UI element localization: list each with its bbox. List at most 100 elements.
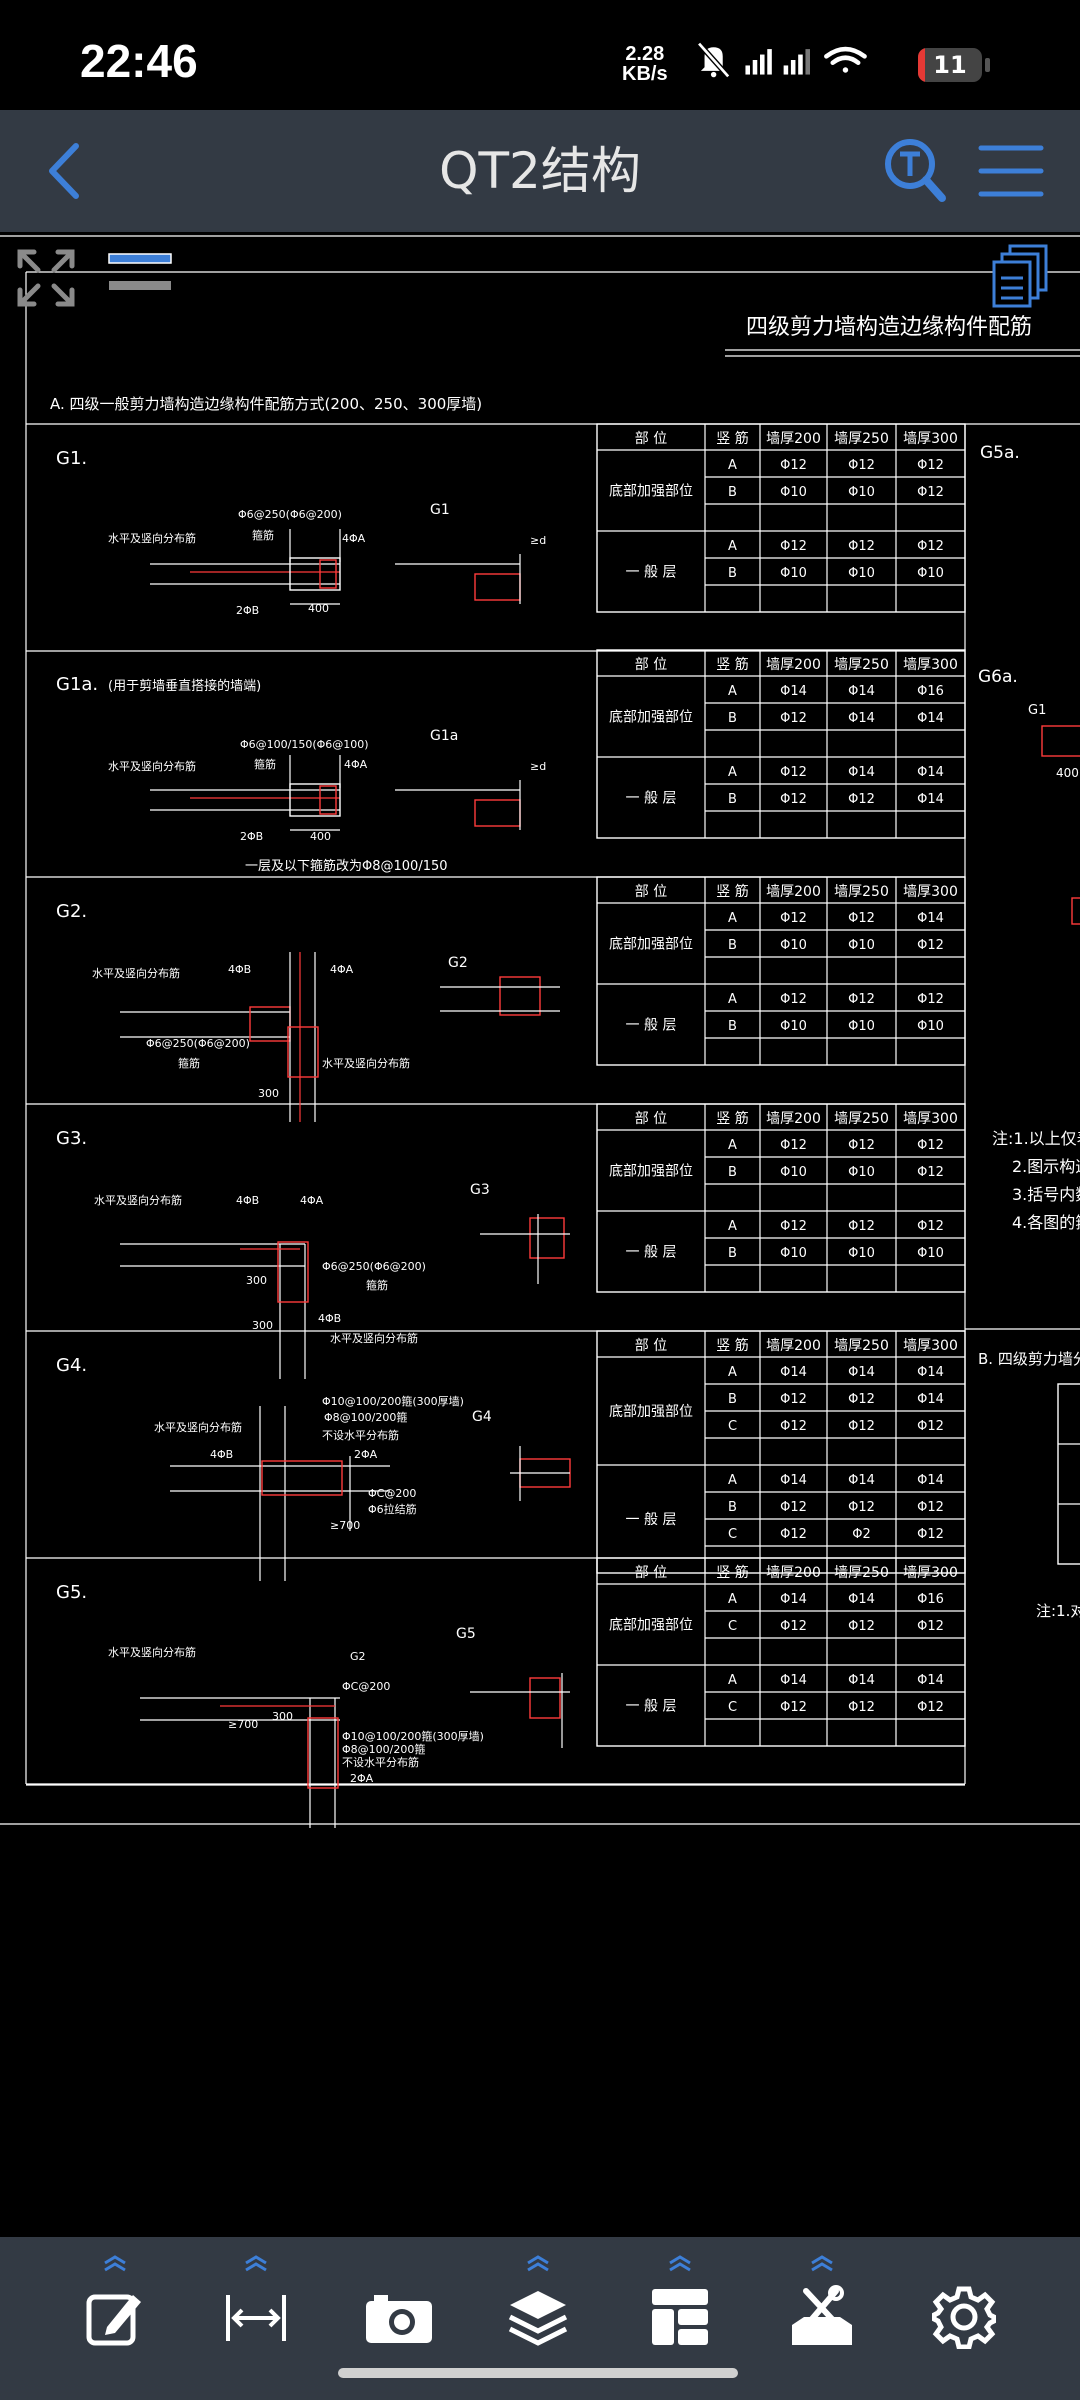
table-header-cell: 部 位	[635, 884, 667, 900]
signal-icon-1	[745, 49, 772, 75]
section-tag: G3	[470, 1182, 490, 1198]
annotation-label: 2ΦA	[354, 1448, 378, 1461]
table-header-cell: 部 位	[635, 1565, 667, 1581]
camera-tool[interactable]	[346, 2247, 446, 2367]
table-header-cell: 墙厚250	[834, 1111, 889, 1127]
table-border	[596, 1557, 966, 1747]
settings-tool[interactable]	[914, 2247, 1014, 2367]
annotation-label: ≥d	[530, 760, 546, 773]
table-cell: B	[728, 1246, 737, 1261]
annotation-label: 水平及竖向分布筋	[108, 531, 196, 545]
annotation-label: 300	[252, 1319, 273, 1332]
table-cell: Φ14	[848, 765, 875, 780]
expand-chevron-icon[interactable]	[804, 2253, 840, 2273]
annotation-label: Φ10@100/200箍(300厚墙)	[342, 1729, 484, 1743]
annotation-label: 300	[258, 1087, 279, 1100]
table-cell: Φ12	[917, 938, 944, 953]
annotation-label: Φ6@250(Φ6@200)	[322, 1260, 426, 1273]
expand-chevron-icon[interactable]	[662, 2253, 698, 2273]
toolbox-icon	[792, 2285, 852, 2345]
table-header-cell: 墙厚200	[766, 1338, 821, 1354]
table-cell: Φ12	[780, 711, 807, 726]
annotation-label: 4ΦA	[344, 758, 368, 771]
table-cell: Φ10	[780, 938, 807, 953]
annotation-label: Φ8@100/200箍	[324, 1410, 407, 1424]
section-a-title: A. 四级一般剪力墙构造边缘构件配筋方式(200、250、300厚墙)	[50, 395, 482, 413]
section-tag: G5	[456, 1626, 476, 1642]
stirrup	[319, 559, 337, 589]
table-cell: B	[728, 485, 737, 500]
table-header-cell: 墙厚200	[766, 657, 821, 673]
position-bottom-label: 底部加强部位	[609, 1618, 693, 1634]
table-cell: Φ14	[917, 792, 944, 807]
edit-tool[interactable]	[65, 2247, 165, 2367]
table-cell: B	[728, 938, 737, 953]
table-cell: Φ14	[917, 1473, 944, 1488]
measure-tool[interactable]	[206, 2247, 306, 2367]
note-b: 注:1.对上	[1036, 1602, 1080, 1620]
table-cell: B	[728, 566, 737, 581]
table-cell: Φ12	[917, 485, 944, 500]
pages-icon[interactable]	[988, 242, 1052, 308]
block-label: G1a.	[56, 674, 98, 695]
table-cell: Φ14	[780, 1592, 807, 1607]
right-dim-400: 400	[1056, 766, 1079, 780]
home-indicator[interactable]	[338, 2368, 738, 2378]
annotation-label: ≥d	[530, 534, 546, 547]
layout-icon	[652, 2289, 708, 2345]
position-bottom-label: 底部加强部位	[609, 937, 693, 953]
layout-tool[interactable]	[630, 2247, 730, 2367]
annotation-label: 4ΦA	[342, 532, 366, 545]
expand-chevron-icon[interactable]	[238, 2253, 274, 2273]
table-header-cell: 竖 筋	[716, 1337, 748, 1354]
table-header-cell: 竖 筋	[716, 656, 748, 673]
table-header-cell: 墙厚200	[766, 431, 821, 447]
block-footnote: 一层及以下箍筋改为Φ8@100/150	[245, 858, 448, 874]
block-label: G2.	[56, 901, 87, 922]
sheet-title: 四级剪力墙构造边缘构件配筋	[746, 315, 1032, 340]
cad-drawing[interactable]: 四级剪力墙构造边缘构件配筋 A. 四级一般剪力墙构造边缘构件配筋方式(200、25…	[0, 232, 1080, 2237]
page-title: QT2结构	[439, 142, 641, 200]
status-icons	[697, 41, 867, 79]
toolbox-tool[interactable]	[772, 2247, 872, 2367]
table-cell: Φ12	[780, 1419, 807, 1434]
table-cell: Φ14	[848, 1473, 875, 1488]
stirrup	[319, 785, 337, 815]
table-cell: A	[728, 1219, 737, 1234]
annotation-label: 水平及竖向分布筋	[154, 1420, 242, 1434]
table-cell: Φ10	[780, 485, 807, 500]
back-arrow-icon[interactable]	[30, 134, 100, 208]
section-tag: G1	[430, 502, 450, 518]
fullscreen-icon[interactable]	[14, 246, 78, 310]
expand-chevron-icon[interactable]	[97, 2253, 133, 2273]
text-search-icon[interactable]	[880, 134, 950, 208]
table-cell: B	[728, 1392, 737, 1407]
table-cell: Φ12	[848, 1392, 875, 1407]
position-general-label: 一 般 层	[626, 1699, 677, 1715]
table-cell: Φ12	[780, 1500, 807, 1515]
table-header-cell: 竖 筋	[716, 1110, 748, 1127]
table-cell: Φ12	[780, 1392, 807, 1407]
table-header-cell: 竖 筋	[716, 430, 748, 447]
table-cell: Φ12	[917, 539, 944, 554]
note-line-4: 4.各图的箍筋	[1012, 1213, 1080, 1232]
table-cell: B	[728, 792, 737, 807]
annotation-label: Φ6拉结筋	[368, 1502, 417, 1516]
layer-bars-icon[interactable]	[105, 248, 175, 300]
annotation-label: 400	[310, 830, 331, 843]
table-header-cell: 墙厚250	[834, 431, 889, 447]
note-line-1: 注:1.以上仅表示	[992, 1129, 1080, 1148]
expand-chevron-icon[interactable]	[520, 2253, 556, 2273]
table-header-cell: 墙厚300	[903, 1111, 958, 1127]
table-header-cell: 墙厚200	[766, 1111, 821, 1127]
layers-tool[interactable]	[488, 2247, 588, 2367]
table-cell: Φ2	[852, 1527, 871, 1542]
table-cell: Φ10	[848, 1246, 875, 1261]
drawing-canvas[interactable]: 四级剪力墙构造边缘构件配筋 A. 四级一般剪力墙构造边缘构件配筋方式(200、25…	[0, 232, 1080, 2237]
table-cell: Φ12	[917, 1619, 944, 1634]
menu-icon[interactable]	[975, 138, 1047, 204]
table-cell: Φ12	[780, 1219, 807, 1234]
